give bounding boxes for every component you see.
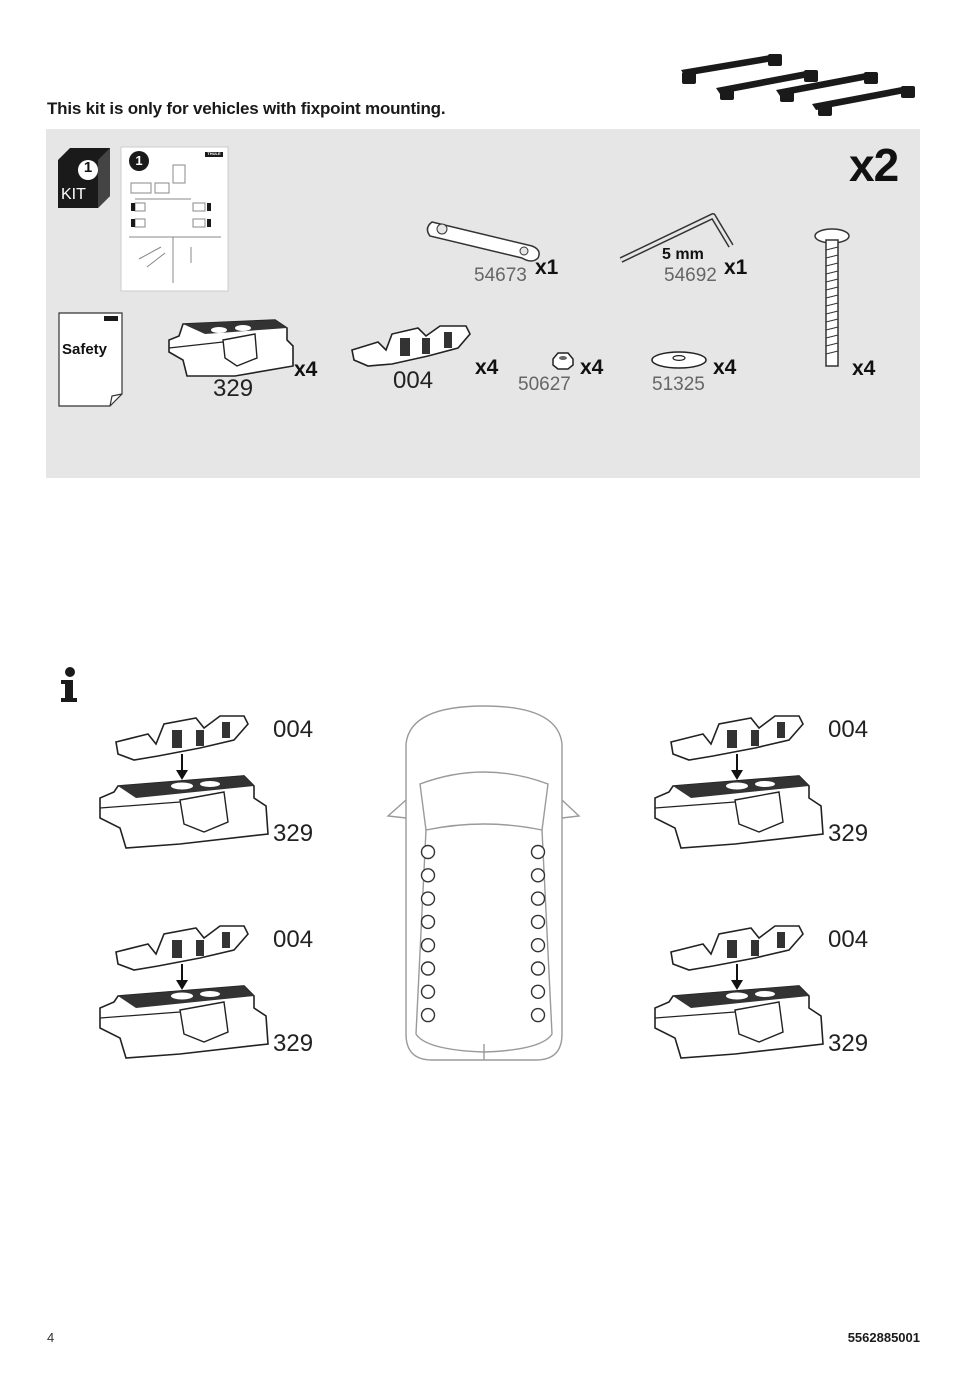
safety-label: Safety <box>62 341 108 358</box>
overall-multiplier: x2 <box>849 139 899 191</box>
fixpoint-mount-point <box>530 937 546 953</box>
part-004-number: 004 <box>393 367 434 394</box>
info-icon <box>61 667 77 702</box>
fixpoint-mount-point <box>420 984 436 999</box>
assembly-bracket-label: 004 <box>273 716 314 743</box>
nut-icon <box>552 352 574 370</box>
fixpoint-mount-point <box>420 937 436 953</box>
part-54692-qty: x1 <box>724 256 748 279</box>
kit-number: 1 <box>83 159 93 176</box>
assembly-bracket-label: 004 <box>273 926 314 953</box>
assembly-foot-label: 329 <box>828 820 869 847</box>
assembly-bracket-label: 004 <box>828 926 869 953</box>
part-50627-number: 50627 <box>518 374 571 395</box>
part-51325-qty: x4 <box>713 356 737 379</box>
wrench-icon <box>426 221 540 262</box>
roof-bars-illustration <box>681 54 915 116</box>
assembly-foot-label: 329 <box>273 1030 314 1057</box>
part-50627-qty: x4 <box>580 356 604 379</box>
assembly-bottom-left <box>99 925 269 1059</box>
assembly-foot-label: 329 <box>828 1030 869 1057</box>
fixpoint-mount-point <box>530 984 546 999</box>
part-54673-number: 54673 <box>474 265 527 286</box>
instruction-leaflet-icon <box>120 146 229 292</box>
assembly-top-right <box>654 715 824 849</box>
fixpoint-mount-point <box>530 1007 546 1023</box>
assembly-bracket-label: 004 <box>828 716 869 743</box>
part-329-number: 329 <box>213 375 254 402</box>
kit-box-icon <box>58 148 110 208</box>
bolt-icon <box>814 228 850 367</box>
fixpoint-mount-point <box>420 914 436 930</box>
leaflet-number: 1 <box>135 153 143 168</box>
page-number: 4 <box>47 1330 55 1345</box>
fixpoint-mount-point <box>530 844 546 860</box>
leaflet-brand-logo: THULE <box>207 151 221 156</box>
part-004-qty: x4 <box>475 356 499 379</box>
foot-pad-329-icon <box>168 319 294 377</box>
bracket-004-icon <box>351 325 471 367</box>
fixpoint-mount-point <box>530 868 546 883</box>
fixpoint-mount-point <box>530 914 546 930</box>
assembly-foot-label: 329 <box>273 820 314 847</box>
allen-key-icon <box>619 213 734 263</box>
assembly-top-left <box>99 715 269 849</box>
part-329-qty: x4 <box>294 358 318 381</box>
mount-points <box>420 844 546 1023</box>
bolt-qty: x4 <box>852 357 876 380</box>
fixpoint-mount-point <box>420 1007 436 1023</box>
part-54673-qty: x1 <box>535 256 559 279</box>
fixpoint-mount-point <box>420 961 436 976</box>
document-number: 5562885001 <box>847 1330 920 1345</box>
allen-key-size: 5 mm <box>662 246 704 263</box>
part-54692-number: 54692 <box>664 265 717 286</box>
kit-label: KIT <box>61 186 86 203</box>
fixpoint-mount-point <box>420 868 436 883</box>
fixpoint-mount-point <box>420 891 436 906</box>
page-title: This kit is only for vehicles with fixpo… <box>47 99 446 118</box>
part-51325-number: 51325 <box>652 374 705 395</box>
fixpoint-mount-point <box>530 891 546 906</box>
fixpoint-mount-point <box>530 961 546 976</box>
fixpoint-mount-point <box>420 844 436 860</box>
assembly-bottom-right <box>654 925 824 1059</box>
vehicle-top-view <box>386 705 581 1061</box>
washer-icon <box>651 351 707 369</box>
safety-leaflet-icon <box>58 312 123 407</box>
